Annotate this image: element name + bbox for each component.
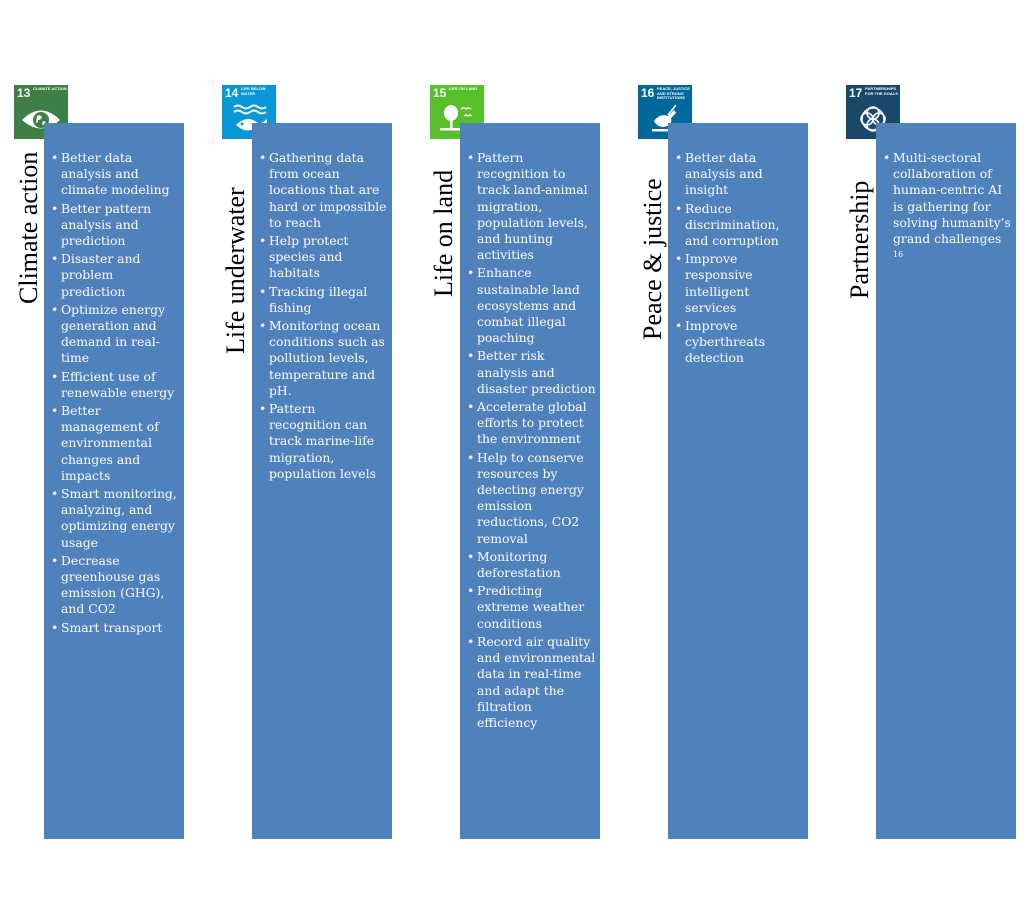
- list-item-text: Multi-sectoral collaboration of human-ce…: [893, 150, 1011, 247]
- list-item: Reduce discrimination, and corruption: [675, 201, 804, 250]
- list-item: Multi-sectoral collaboration of human-ce…: [883, 150, 1012, 267]
- list-item: Accelerate global efforts to protect the…: [467, 399, 596, 448]
- goal-panel: Multi-sectoral collaboration of human-ce…: [876, 123, 1016, 839]
- sdg-number: 14: [225, 86, 239, 100]
- footnote-ref: 16: [893, 250, 904, 260]
- list-item: Monitoring deforestation: [467, 549, 596, 581]
- goal-panel: Pattern recognition to track land-animal…: [460, 123, 600, 839]
- goal-panel: Better data analysis and insight Reduce …: [668, 123, 808, 839]
- tree-birds-icon: [440, 105, 474, 131]
- list-item: Record air quality and environmental dat…: [467, 634, 596, 731]
- list-item: Pattern recognition to track land-animal…: [467, 150, 596, 263]
- bullet-list: Better data analysis and insight Reduce …: [668, 123, 808, 367]
- goal-title: Life underwater: [221, 187, 250, 354]
- list-item: Decrease greenhouse gas emission (GHG), …: [51, 553, 180, 618]
- goal-panel: Gathering data from ocean locations that…: [252, 123, 392, 839]
- bullet-list: Gathering data from ocean locations that…: [252, 123, 392, 482]
- goal-title: Life on land: [429, 169, 458, 297]
- list-item: Predicting extreme weather conditions: [467, 583, 596, 632]
- sdg-number: 15: [433, 86, 447, 100]
- list-item: Better data analysis and insight: [675, 150, 804, 199]
- list-item: Help to conserve resources by detecting …: [467, 450, 596, 547]
- dove-gavel-icon: [652, 104, 677, 132]
- list-item: Better data analysis and climate modelin…: [51, 150, 180, 199]
- bullet-list: Multi-sectoral collaboration of human-ce…: [876, 123, 1016, 267]
- list-item: Improve responsive intelligent services: [675, 251, 804, 316]
- list-item: Monitoring ocean conditions such as poll…: [259, 318, 388, 399]
- list-item: Disaster and problem prediction: [51, 251, 180, 300]
- goal-panel: Better data analysis and climate modelin…: [44, 123, 184, 839]
- sdg-number: 16: [641, 86, 655, 100]
- list-item: Gathering data from ocean locations that…: [259, 150, 388, 231]
- list-item: Help protect species and habitats: [259, 233, 388, 282]
- sdg-number: 13: [17, 86, 31, 100]
- sdg-caption: Life On Land: [449, 86, 477, 91]
- sdg-caption: Life Below Water: [241, 86, 266, 96]
- list-item: Smart transport: [51, 620, 180, 636]
- bullet-list: Pattern recognition to track land-animal…: [460, 123, 600, 731]
- list-item: Optimize energy generation and demand in…: [51, 302, 180, 367]
- sdg-13-badge: 13 Climate Action: [14, 85, 68, 139]
- goal-title: Partnership: [845, 180, 874, 299]
- list-item: Efficient use of renewable energy: [51, 369, 180, 401]
- list-item: Pattern recognition can track marine-lif…: [259, 401, 388, 482]
- sdg-caption: Peace, Justice and Strong Institutions: [657, 86, 690, 101]
- list-item: Better risk analysis and disaster predic…: [467, 348, 596, 397]
- list-item: Improve cyberthreats detection: [675, 318, 804, 367]
- sdg-caption: Partnerships for the Goals: [865, 86, 898, 96]
- interlocking-rings-icon: [860, 106, 886, 132]
- goal-title: Climate action: [14, 151, 43, 304]
- bullet-list: Better data analysis and climate modelin…: [44, 123, 184, 636]
- sdg-number: 17: [849, 86, 863, 100]
- sdg-caption: Climate Action: [33, 86, 67, 91]
- list-item: Enhance sustainable land ecosystems and …: [467, 265, 596, 346]
- list-item: Better management of environmental chang…: [51, 403, 180, 484]
- goal-title: Peace & justice: [638, 178, 667, 340]
- list-item: Smart monitoring, analyzing, and optimiz…: [51, 486, 180, 551]
- list-item: Better pattern analysis and prediction: [51, 201, 180, 250]
- list-item: Tracking illegal fishing: [259, 284, 388, 316]
